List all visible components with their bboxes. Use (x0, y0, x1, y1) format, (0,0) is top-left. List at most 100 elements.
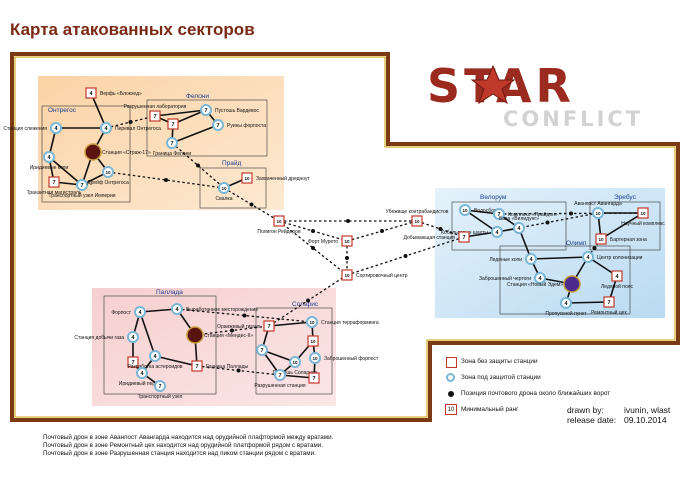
node-rank: 7 (204, 108, 207, 114)
unprotected-zone-icon (341, 269, 353, 281)
sector-node-novedem[interactable]: Станция «Новый Эдем» (507, 275, 581, 293)
protected-zone-icon (289, 356, 301, 368)
node-rank: 10 (276, 219, 282, 224)
node-rank: 4 (104, 126, 108, 132)
node-rank: 7 (131, 360, 134, 366)
unprotected-zone-icon (149, 110, 161, 122)
route-line (171, 124, 219, 144)
route-line (139, 308, 178, 313)
node-rank: 4 (564, 301, 568, 307)
region-name-erebus: Эребус (614, 193, 637, 201)
protected-zone-icon (218, 182, 230, 194)
node-rank: 7 (52, 180, 55, 186)
drone-position-dot (249, 202, 254, 207)
node-label: Полигон Рейдеров (257, 228, 301, 235)
unprotected-zone-icon (341, 235, 353, 247)
node-rank: 7 (216, 123, 219, 129)
region-name-velorum: Велорум (480, 194, 507, 201)
protected-zone-icon (102, 166, 114, 178)
route-line (565, 301, 610, 304)
node-label: Транспортный узел Империи (48, 192, 115, 199)
unprotected-zone-icon (191, 360, 203, 372)
node-rank: 7 (312, 376, 315, 382)
unprotected-zone-icon (637, 207, 649, 219)
node-label: Граница Фелони (153, 151, 192, 157)
sector-node-strag[interactable]: Станция «Страж-17» (84, 143, 151, 161)
drone-position-dot (403, 254, 408, 258)
node-rank: 7 (158, 384, 161, 390)
route-line (90, 92, 107, 129)
node-rank: 10 (344, 273, 350, 278)
protected-zone-icon (43, 151, 55, 163)
legend-dot-icon (448, 391, 454, 397)
unprotected-zone-icon (308, 372, 320, 384)
node-rank: 7 (195, 364, 198, 370)
drone-position-dot (196, 163, 200, 168)
node-rank: 10 (462, 208, 468, 213)
node-rank: 10 (598, 237, 604, 242)
protected-zone-icon (493, 208, 505, 220)
sector-node-sol7[interactable]: 7 (256, 344, 268, 356)
region-name-pallada: Паллада (156, 289, 183, 296)
node-rank: 4 (153, 354, 157, 360)
footnote-line: Почтовый дрон в зоне Ремонтный цех наход… (43, 442, 324, 449)
drone-position-dot (242, 313, 247, 318)
star-conflict-logo: STAR CONFLICT (427, 59, 640, 130)
drone-position-dot (545, 220, 550, 225)
protected-zone-icon (149, 350, 161, 362)
drone-position-dot (311, 246, 315, 250)
sector-node-mendes[interactable]: Станция «Мендес-II» (186, 326, 253, 344)
node-rank: 10 (344, 239, 350, 244)
unprotected-zone-icon (458, 231, 470, 243)
sector-node-fel7[interactable]: 7 (167, 118, 179, 130)
sector-node-sol10[interactable]: 10 (307, 335, 319, 347)
node-label: Станция слежения (3, 126, 47, 132)
sector-node-pal7[interactable]: 7 (127, 356, 139, 368)
legend-circle-icon (446, 373, 455, 382)
sector-node-sol7b[interactable]: 7 (308, 372, 320, 384)
